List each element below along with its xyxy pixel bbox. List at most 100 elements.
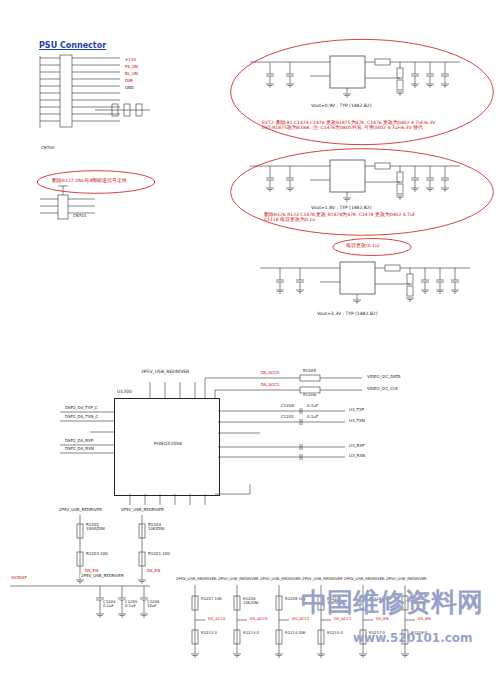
wire bbox=[288, 85, 293, 86]
wire bbox=[424, 293, 426, 294]
wire bbox=[290, 166, 291, 178]
wire bbox=[266, 74, 274, 75]
wire bbox=[180, 382, 181, 398]
wire bbox=[79, 583, 81, 584]
wire bbox=[122, 600, 123, 614]
wire bbox=[398, 93, 403, 94]
wire bbox=[250, 484, 251, 494]
wire bbox=[355, 301, 360, 302]
resistor-symbol bbox=[192, 630, 198, 644]
wire bbox=[411, 74, 419, 75]
wire bbox=[430, 62, 431, 74]
wire bbox=[235, 655, 240, 656]
wire bbox=[426, 84, 434, 85]
revision-note: C1118 电容更改为0.1u bbox=[264, 217, 460, 222]
wire bbox=[426, 74, 434, 75]
signal-label: PS_ON bbox=[124, 65, 139, 69]
wire bbox=[302, 408, 303, 414]
wire bbox=[60, 445, 114, 446]
wire bbox=[399, 199, 401, 200]
signal-label: 2P5V_USB_REDRIVER bbox=[217, 577, 260, 581]
wire bbox=[120, 615, 125, 616]
wire bbox=[68, 199, 95, 200]
wire bbox=[375, 284, 410, 285]
wire bbox=[398, 197, 403, 198]
wire bbox=[298, 291, 303, 292]
wire bbox=[143, 617, 145, 618]
wire bbox=[375, 268, 385, 269]
wire bbox=[425, 282, 426, 290]
wire bbox=[142, 515, 143, 580]
wire bbox=[300, 444, 301, 450]
wire bbox=[40, 199, 58, 200]
wire bbox=[96, 598, 104, 599]
wire bbox=[150, 382, 151, 398]
signal-label: 3V3DSF bbox=[10, 576, 28, 580]
wire bbox=[455, 268, 456, 280]
wire bbox=[290, 180, 291, 188]
wire bbox=[362, 657, 364, 658]
resistor-symbol bbox=[139, 524, 145, 538]
wire bbox=[300, 454, 301, 460]
wire bbox=[218, 433, 260, 434]
wire bbox=[425, 268, 426, 280]
wire bbox=[415, 180, 416, 188]
wire bbox=[118, 598, 126, 599]
wire bbox=[270, 76, 271, 84]
wire bbox=[277, 655, 282, 656]
wire bbox=[121, 617, 123, 618]
signal-label: 2P5V_USB_REDRIVER bbox=[343, 577, 386, 581]
signal-label: U3_RXN bbox=[348, 454, 366, 458]
signal-label: DS_EN bbox=[375, 617, 389, 621]
signal-label: C1206 10uF bbox=[146, 600, 164, 608]
wire bbox=[269, 87, 271, 88]
wire bbox=[233, 654, 241, 655]
wire bbox=[140, 598, 148, 599]
signal-label: DSP2_D0_RXN bbox=[64, 447, 95, 451]
wire bbox=[76, 580, 84, 581]
wire bbox=[441, 188, 449, 189]
wire bbox=[426, 188, 434, 189]
wire bbox=[195, 585, 196, 654]
wire bbox=[413, 85, 418, 86]
signal-label: R1213 0 bbox=[242, 631, 266, 635]
wire bbox=[321, 620, 331, 621]
wire bbox=[40, 93, 60, 94]
wire bbox=[96, 614, 104, 615]
wire bbox=[296, 290, 304, 291]
signal-label: R1203 100 bbox=[85, 552, 115, 556]
wire bbox=[270, 62, 271, 74]
wire bbox=[445, 62, 446, 74]
wire bbox=[414, 191, 416, 192]
wire bbox=[453, 291, 458, 292]
signal-label: 2P5V_USB_REDRIVER bbox=[301, 577, 344, 581]
wire bbox=[310, 180, 330, 181]
wire bbox=[289, 87, 291, 88]
wire bbox=[165, 382, 166, 398]
wire bbox=[98, 615, 103, 616]
wire bbox=[286, 84, 294, 85]
wire bbox=[218, 447, 345, 448]
revision-note: 删除R126 R123 C1478,更改 R1878为47K, C1478 更改… bbox=[264, 212, 460, 217]
wire bbox=[72, 107, 120, 108]
wire bbox=[396, 196, 404, 197]
wire bbox=[40, 121, 60, 122]
wire bbox=[300, 408, 301, 414]
signal-label: R1208 10K/DNI bbox=[242, 597, 266, 605]
wire bbox=[144, 600, 145, 614]
resistor-symbol bbox=[397, 80, 403, 90]
signal-label: U3_TXN bbox=[348, 419, 366, 423]
signal-label: DS_EN bbox=[84, 569, 99, 573]
wire bbox=[443, 189, 448, 190]
wire bbox=[124, 104, 130, 116]
resistor-symbol bbox=[77, 524, 83, 538]
wire bbox=[400, 62, 401, 68]
signal-label: DS_ACC0 bbox=[260, 371, 280, 375]
wire bbox=[365, 62, 375, 63]
wire bbox=[347, 192, 348, 198]
resistor-symbol bbox=[300, 375, 320, 381]
revision-note: DVT:R1875改为8.06K, 注: C1476为0805封装, 可用040… bbox=[262, 125, 462, 130]
wire bbox=[320, 282, 340, 283]
wire bbox=[430, 180, 431, 188]
wire bbox=[140, 614, 148, 615]
